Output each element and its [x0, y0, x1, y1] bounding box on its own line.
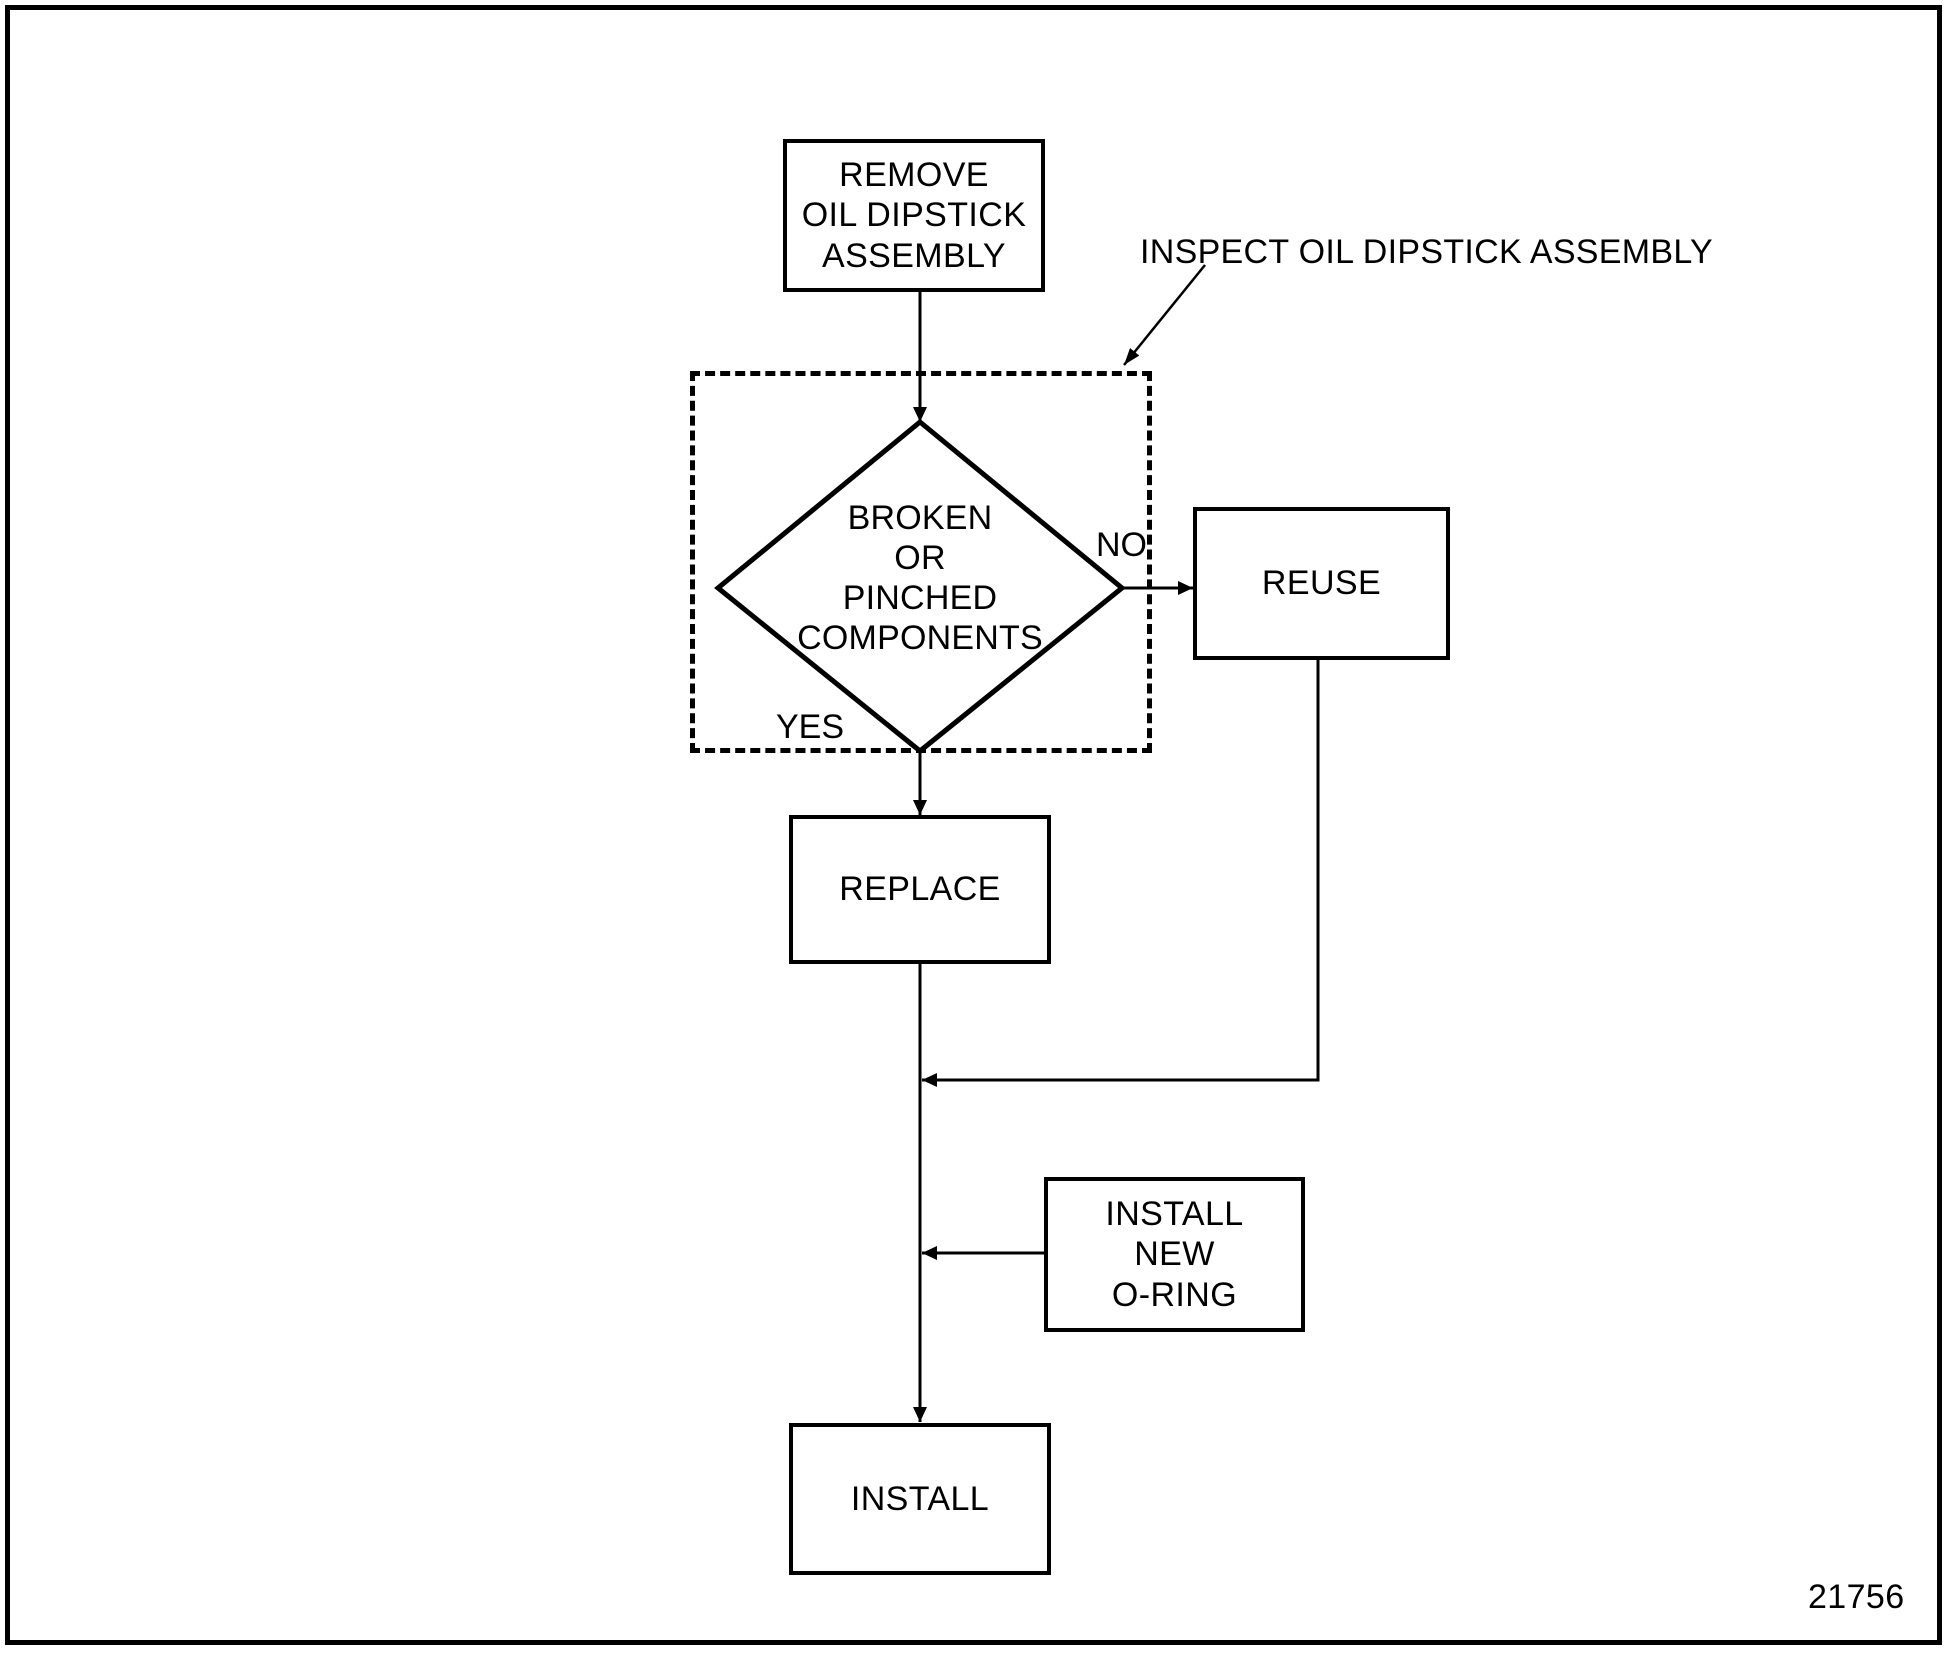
node-install[interactable]: INSTALL: [789, 1423, 1051, 1575]
callout-leader-line: [1123, 264, 1206, 366]
node-install-new-o-ring[interactable]: INSTALL NEW O-RING: [1044, 1177, 1305, 1332]
node-replace[interactable]: REPLACE: [789, 815, 1051, 964]
figure-number: 21756: [1808, 1578, 1905, 1616]
node-install-label: INSTALL: [850, 1479, 990, 1518]
edge-reuse-to-spine: [922, 660, 1320, 1087]
node-remove-label: REMOVE OIL DIPSTICK ASSEMBLY: [801, 156, 1027, 275]
node-reuse[interactable]: REUSE: [1193, 507, 1450, 660]
edge-label-no: NO: [1096, 526, 1147, 564]
node-replace-label: REPLACE: [839, 870, 1001, 909]
callout-inspect-oil-dipstick-assembly: INSPECT OIL DIPSTICK ASSEMBLY: [1140, 233, 1714, 271]
node-reuse-label: REUSE: [1261, 564, 1382, 603]
node-install-new-o-ring-label: INSTALL NEW O-RING: [1105, 1195, 1244, 1314]
edge-label-yes: YES: [776, 708, 845, 746]
page-border-frame: [5, 5, 1942, 1645]
node-decision-label: BROKEN OR PINCHED COMPONENTS: [797, 499, 1043, 658]
node-remove-oil-dipstick-assembly[interactable]: REMOVE OIL DIPSTICK ASSEMBLY: [783, 139, 1045, 292]
